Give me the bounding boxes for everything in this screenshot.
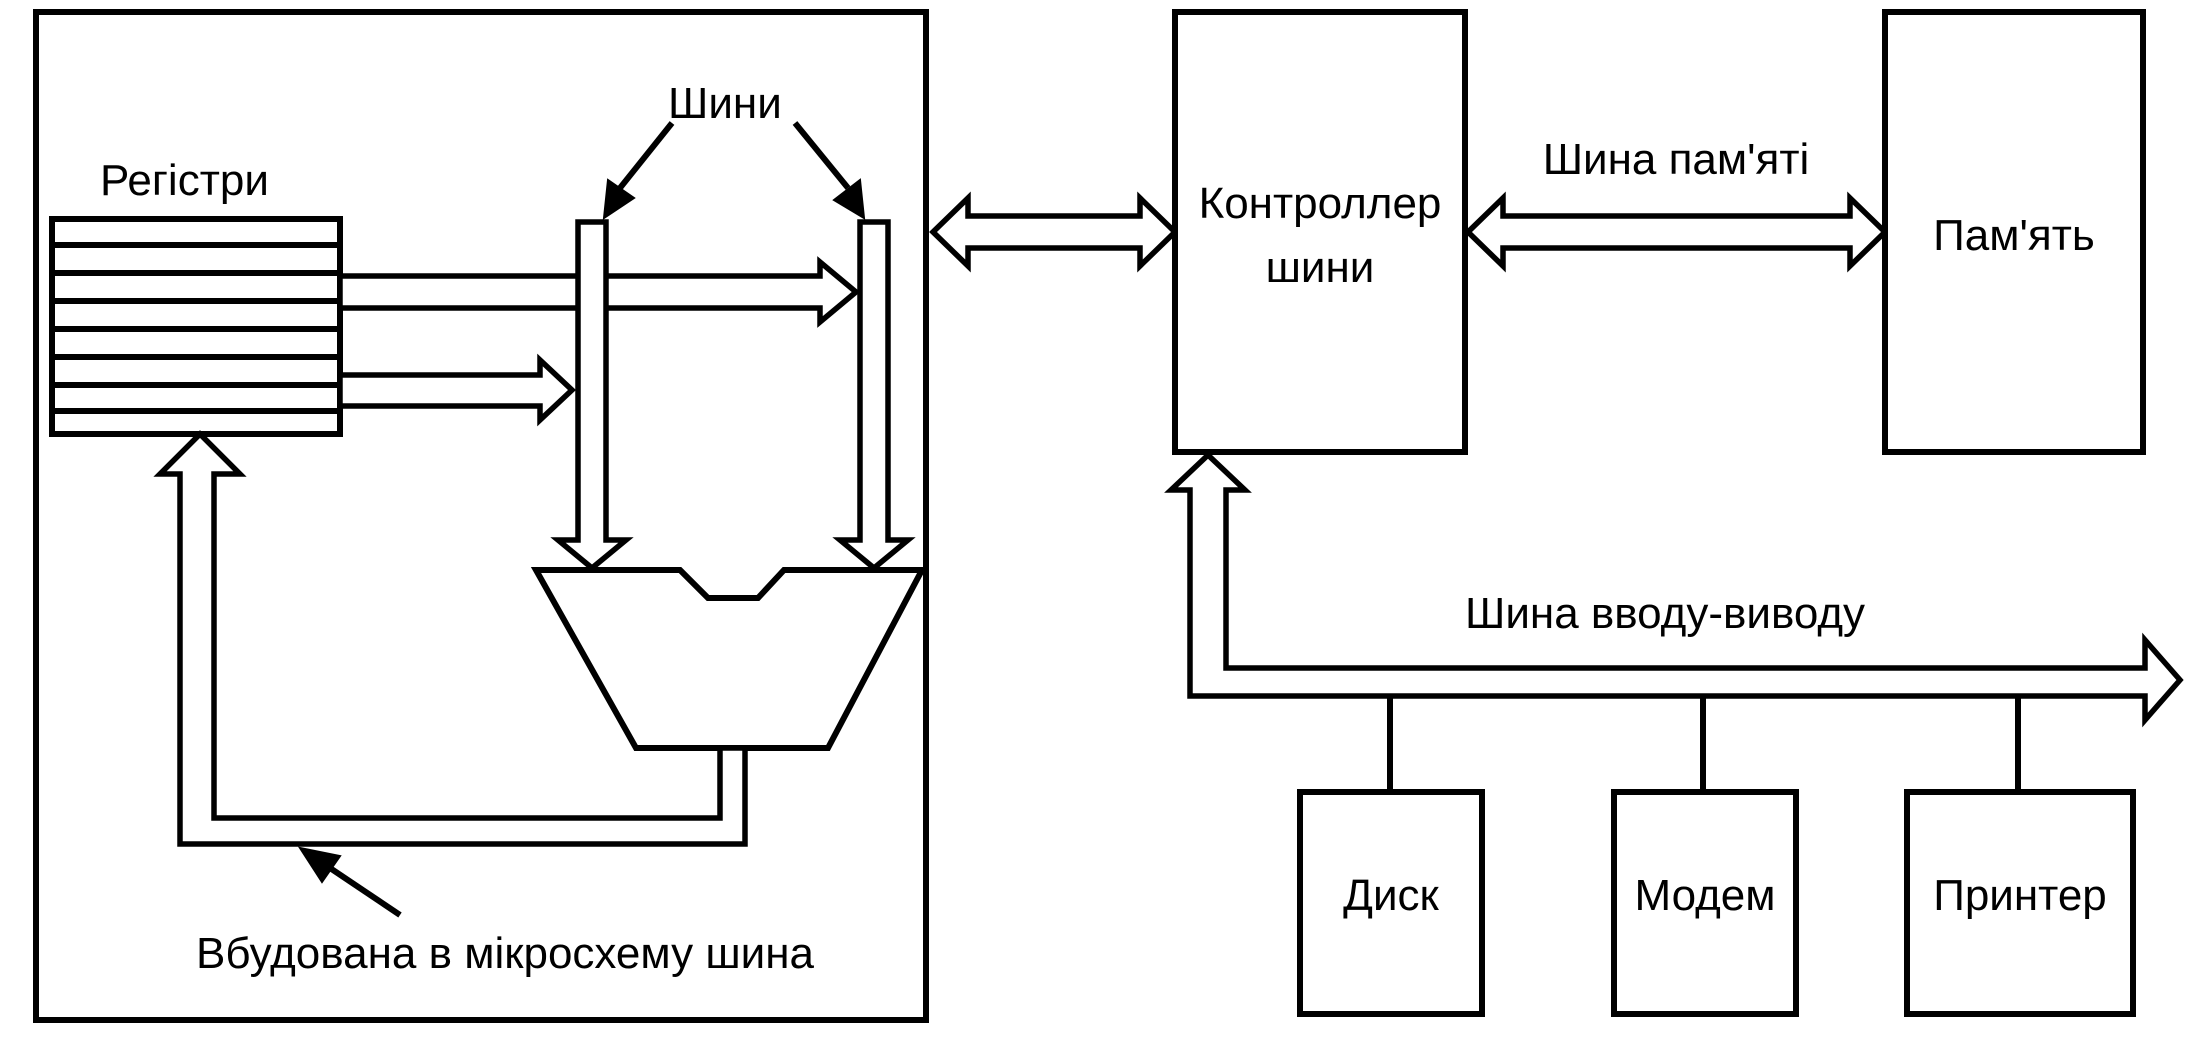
memory-bus-label: Шина пам'яті	[1543, 135, 1810, 184]
alu	[530, 567, 927, 751]
buses-pointer-right	[792, 121, 851, 190]
buses-label: Шини	[668, 79, 782, 128]
registers-label: Регістри	[100, 156, 269, 205]
modem-label: Модем	[1634, 871, 1775, 920]
bus-controller-box	[1172, 9, 1468, 455]
internal-bus-right	[832, 219, 916, 572]
onchip-feedback-bus	[153, 430, 748, 847]
memory-box	[1882, 9, 2146, 455]
printer-box	[1904, 789, 2136, 1017]
printer-label: Принтер	[1933, 871, 2107, 920]
cpu-controller-link	[929, 191, 1179, 273]
disk-label: Диск	[1343, 871, 1439, 920]
register-file	[49, 216, 343, 437]
register-to-bus-arrow-bottom	[337, 353, 577, 427]
io-bus-arrow	[1164, 451, 2184, 728]
io-bus-label: Шина вводу-виводу	[1465, 589, 1865, 638]
bus-controller-label-line1: Контроллер	[1199, 179, 1442, 228]
internal-bus-left	[550, 219, 634, 572]
modem-box	[1611, 789, 1799, 1017]
memory-label: Пам'ять	[1933, 211, 2095, 260]
onchip-bus-label: Вбудована в мікросхему шина	[196, 929, 815, 978]
bus-controller-label-line2: шини	[1266, 243, 1375, 292]
disk-box	[1297, 789, 1485, 1017]
buses-pointer-left	[617, 121, 675, 190]
onchip-bus-pointer	[328, 865, 402, 918]
memory-bus-arrow	[1464, 191, 1889, 273]
